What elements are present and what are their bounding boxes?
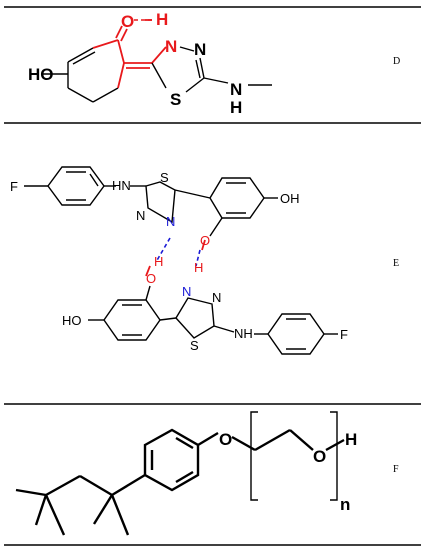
amine-h-label: H bbox=[230, 98, 242, 117]
hydrogen-label: H bbox=[156, 10, 168, 29]
ether-oxygen-label: O bbox=[219, 430, 232, 449]
panel-label-f: F bbox=[393, 464, 399, 475]
repeat-bracket-left bbox=[250, 411, 258, 501]
hydrogen-bond-e-1 bbox=[155, 237, 171, 263]
fluoro-label-upper: F bbox=[10, 179, 18, 194]
panel-label-e: E bbox=[393, 258, 399, 269]
nitrogen-label-2: N bbox=[194, 40, 206, 59]
sulfur-label: S bbox=[170, 90, 181, 109]
oxygen-label-upper: O bbox=[200, 233, 210, 248]
amine-n-label: N bbox=[230, 80, 242, 99]
structure-f: O O H n bbox=[15, 411, 357, 536]
nitrogen-label: N bbox=[165, 37, 177, 56]
panel-label-d: D bbox=[393, 56, 400, 67]
hydroxyl-label-lower: HO bbox=[62, 313, 82, 328]
hydrogen-label-upper: H bbox=[194, 260, 203, 275]
hydrogen-bond-e-2 bbox=[195, 249, 201, 267]
hydrogen-label-lower: H bbox=[154, 254, 163, 269]
repeat-bracket-right bbox=[330, 411, 338, 501]
oxygen-label-lower: O bbox=[146, 271, 156, 286]
fluoro-label-lower: F bbox=[340, 327, 348, 342]
nitrogen-label-lower-1: N bbox=[182, 284, 191, 299]
sulfur-label-upper: S bbox=[160, 170, 169, 185]
amine-label-upper: HN bbox=[112, 178, 131, 193]
nitrogen-label-upper-1: N bbox=[136, 208, 145, 223]
sulfur-label-lower: S bbox=[190, 338, 199, 353]
nitrogen-label-upper-2: N bbox=[166, 214, 175, 229]
terminal-hydrogen-label: H bbox=[345, 430, 357, 449]
structure-d: HO O H N N S N H bbox=[28, 10, 272, 117]
oxygen-label: O bbox=[121, 12, 134, 31]
hydroxyl-label-upper: OH bbox=[280, 191, 300, 206]
terminal-oxygen-label: O bbox=[313, 447, 326, 466]
repeat-count-label: n bbox=[340, 495, 350, 514]
structure-e: F HN S N N OH O H H O HO N N S NH F bbox=[10, 166, 348, 355]
amine-label-lower: NH bbox=[234, 326, 253, 341]
nitrogen-label-lower-2: N bbox=[212, 290, 221, 305]
hydroxyl-label: HO bbox=[28, 65, 54, 84]
